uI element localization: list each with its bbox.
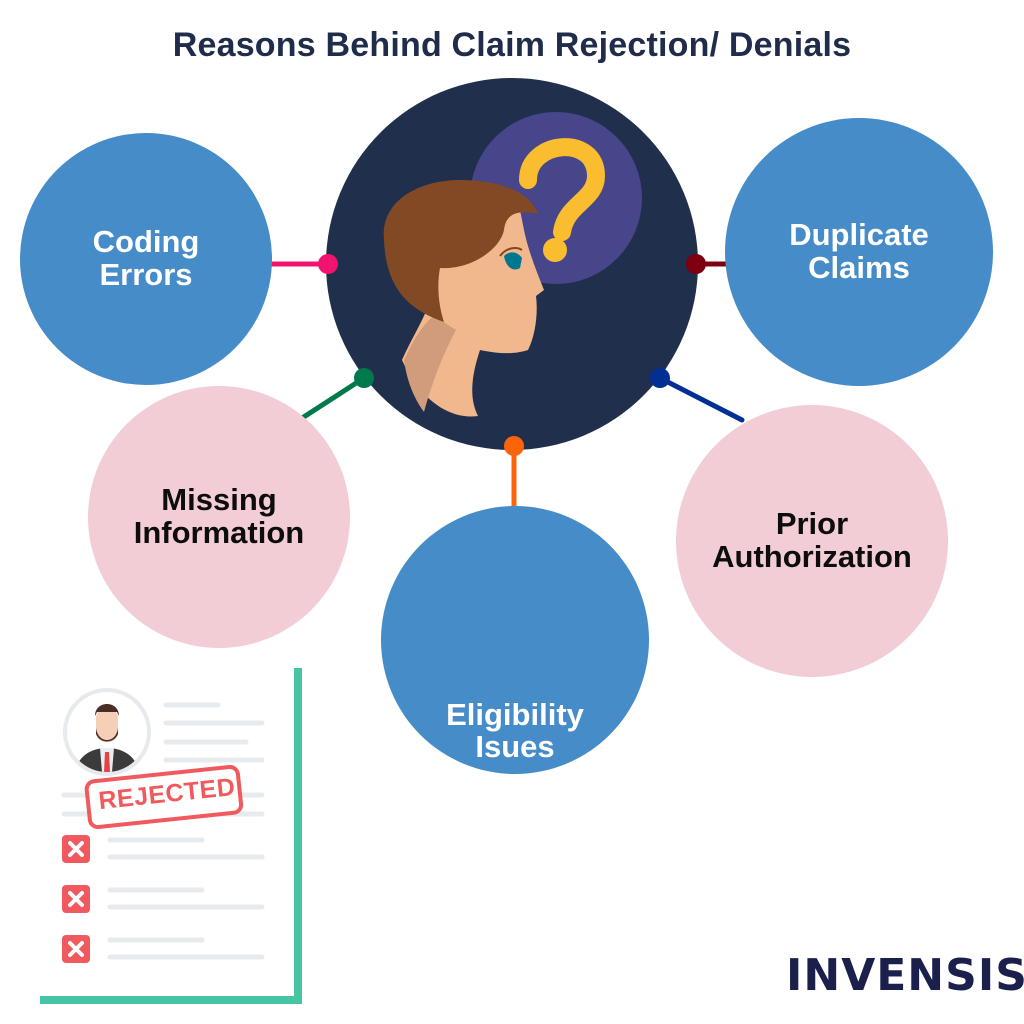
confused-person-head-icon	[383, 180, 544, 417]
connector-dot-eligibility	[504, 436, 524, 456]
invensis-logo: INVENSIS	[786, 950, 1024, 1001]
connector-dot-coding	[318, 254, 338, 274]
page-title: Reasons Behind Claim Rejection/ Denials	[172, 26, 852, 64]
connector-dot-prior	[650, 368, 670, 388]
question-mark-icon	[519, 138, 606, 262]
connector-dot-missing	[354, 368, 374, 388]
connector-dot-duplicate	[686, 254, 706, 274]
